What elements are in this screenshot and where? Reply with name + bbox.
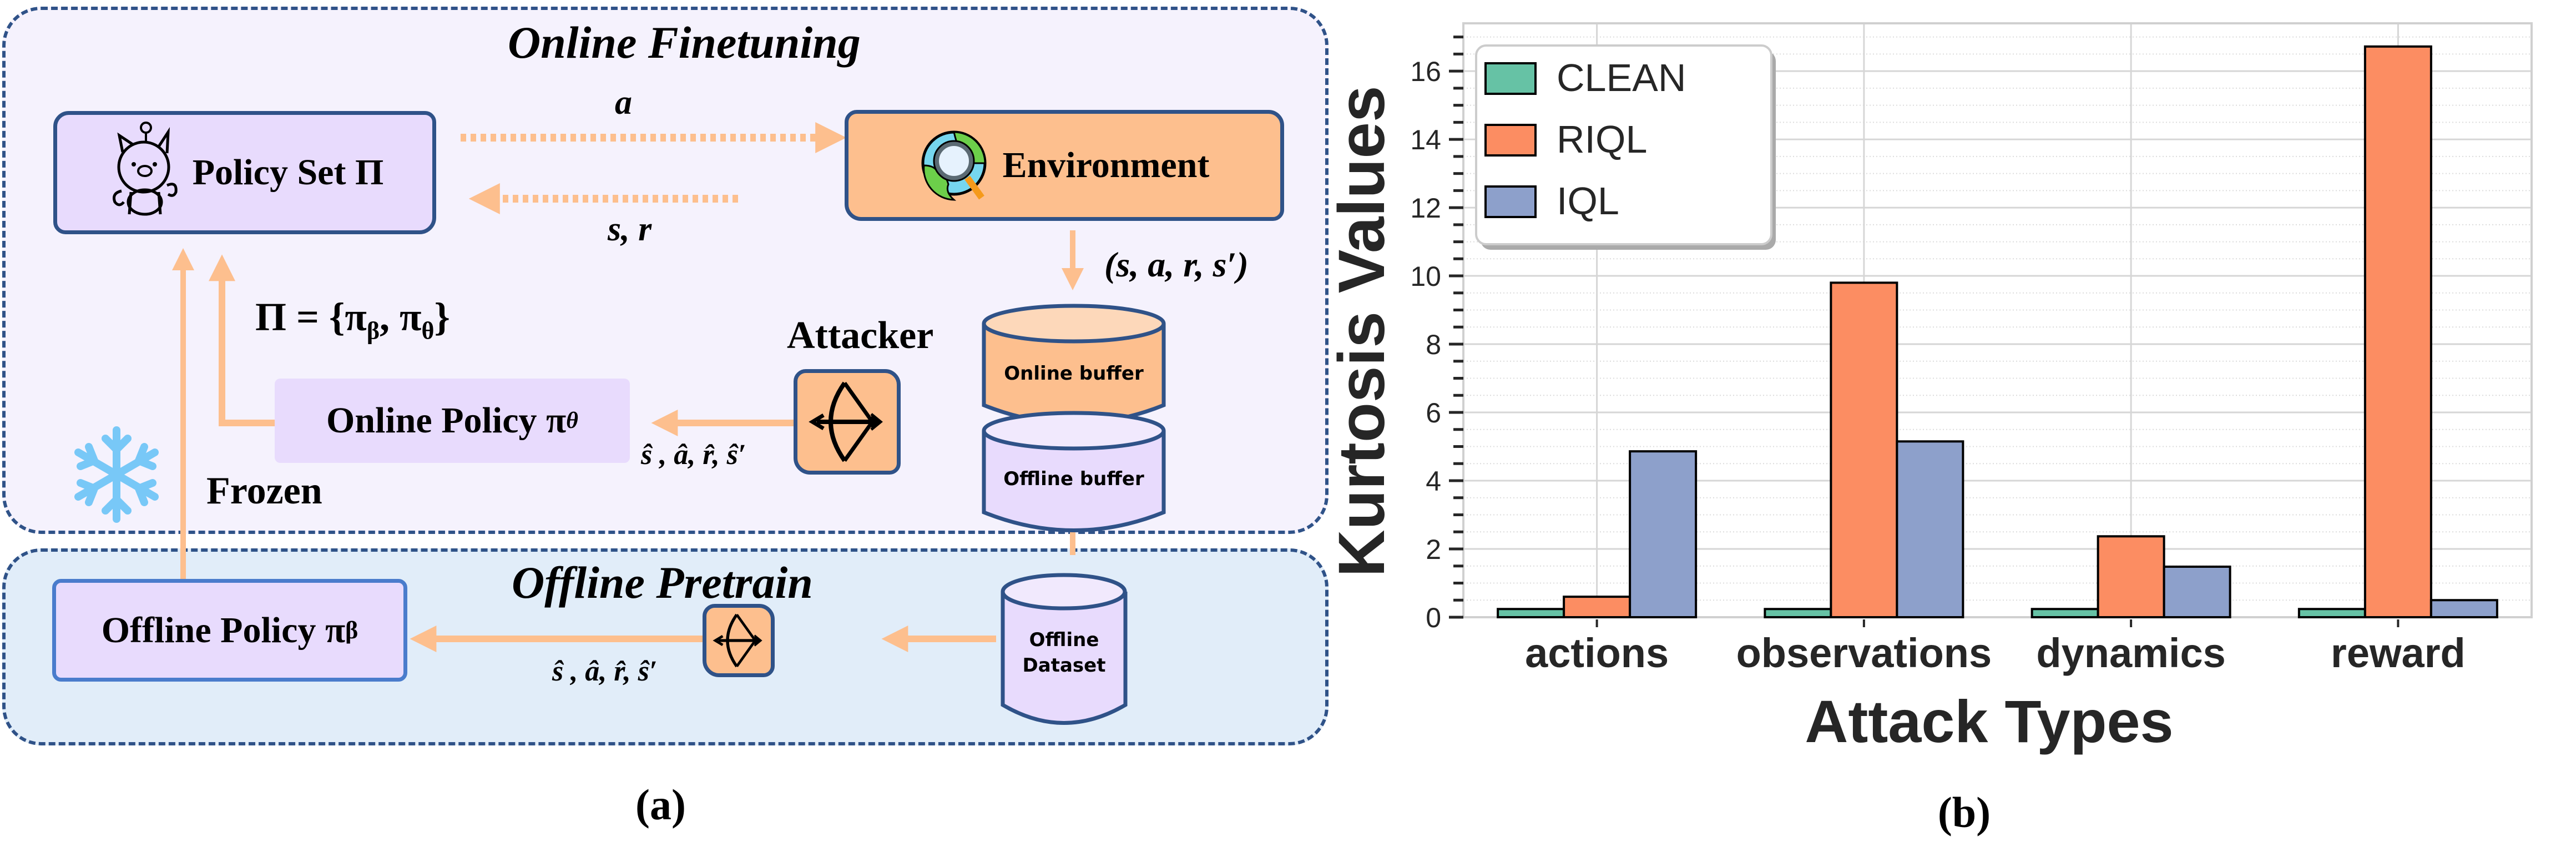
bar-clean-actions: [1497, 608, 1565, 618]
policy-set-definition: Π = {πβ, πθ}: [255, 295, 450, 345]
legend-label-iql: IQL: [1557, 179, 1619, 223]
bar-riql-dynamics: [2097, 535, 2165, 618]
offline-policy-label: Offline Policy π: [101, 609, 346, 651]
x-tick-label: actions: [1525, 630, 1669, 676]
legend-swatch-iql: [1484, 185, 1537, 218]
transition-tuple-label: (s, a, r, s′): [1104, 245, 1249, 284]
y-tick-label: 4: [1426, 466, 1441, 497]
policy-set-label: Policy Set Π: [192, 152, 384, 193]
caption-a: (a): [635, 780, 686, 829]
perturbed-transition-label-online: ŝ , â, r̂, ŝ′: [641, 439, 746, 471]
frozen-label: Frozen: [206, 470, 322, 512]
y-tick-label: 2: [1426, 534, 1441, 565]
attacker-title: Attacker: [787, 314, 934, 357]
environment-label: Environment: [1002, 145, 1210, 185]
y-tick-label: 10: [1410, 261, 1441, 292]
online-policy-label: Online Policy π: [326, 400, 567, 441]
legend-label-clean: CLEAN: [1557, 56, 1686, 99]
online-buffer: Online buffer: [979, 303, 1168, 430]
x-tick-label: reward: [2331, 630, 2466, 676]
legend-label-riql: RIQL: [1557, 118, 1647, 161]
y-tick-label: 16: [1410, 56, 1441, 87]
bar-riql-reward: [2363, 45, 2432, 619]
y-tick-label: 0: [1426, 602, 1441, 633]
perturbed-transition-label-offline: ŝ , â, r̂, ŝ′: [552, 656, 658, 687]
offline-pretrain-title: Offline Pretrain: [512, 557, 813, 608]
offline-buffer: Offline buffer: [979, 410, 1168, 537]
y-tick-label: 14: [1410, 124, 1441, 155]
bar-riql-observations: [1830, 281, 1898, 618]
bar-iql-actions: [1629, 450, 1698, 618]
snowflake-icon: [74, 426, 159, 523]
y-tick-label: 8: [1426, 329, 1441, 360]
caption-b: (b): [1938, 788, 1991, 836]
bow-arrow-icon: [808, 381, 883, 462]
y-axis: 0 2 4 6 8 10 12 14 16: [1410, 36, 1463, 633]
offline-dataset: Offline Dataset: [999, 572, 1129, 729]
environment-box: Environment: [845, 110, 1284, 221]
bar-riql-actions: [1563, 596, 1632, 618]
y-tick-label: 12: [1410, 193, 1441, 224]
kurtosis-bar-chart: 0 2 4 6 8 10 12 14 16 actions observations dynamic…: [1332, 22, 2533, 836]
bow-arrow-icon: [713, 613, 762, 668]
bar-iql-reward: [2429, 599, 2498, 619]
x-tick-label: dynamics: [2036, 630, 2225, 676]
x-axis: actions observations dynamics reward: [1525, 619, 2466, 676]
action-edge-label: a: [615, 84, 632, 122]
y-axis-label: Kurtosis Values: [1332, 85, 1398, 577]
policy-set-box: Policy Set Π: [53, 111, 436, 234]
offline-attacker-box: [703, 604, 775, 677]
bar-clean-reward: [2297, 608, 2366, 618]
bars: [1497, 45, 2498, 619]
bar-clean-dynamics: [2031, 608, 2099, 618]
y-tick-label: 6: [1426, 397, 1441, 428]
online-policy-to-set-arrow: [209, 254, 275, 426]
legend-swatch-clean: [1484, 62, 1537, 95]
legend-swatch-riql: [1484, 124, 1537, 157]
attacker-box: [794, 369, 901, 475]
bar-iql-observations: [1896, 440, 1964, 619]
bar-iql-dynamics: [2163, 565, 2231, 619]
online-finetuning-title: Online Finetuning: [508, 17, 861, 68]
legend: CLEAN RIQL IQL: [1475, 44, 1776, 250]
legend-box: [1475, 44, 1772, 245]
plot-frame: [1462, 22, 2533, 618]
feedback-edge-label: s, r: [608, 210, 652, 248]
bar-clean-observations: [1764, 608, 1832, 618]
diagram-arrows: [172, 122, 1084, 652]
globe-search-icon: [921, 130, 987, 201]
robot-cat-icon: [112, 122, 178, 216]
x-axis-label: Attack Types: [1805, 688, 2173, 755]
x-tick-label: observations: [1736, 630, 1992, 676]
